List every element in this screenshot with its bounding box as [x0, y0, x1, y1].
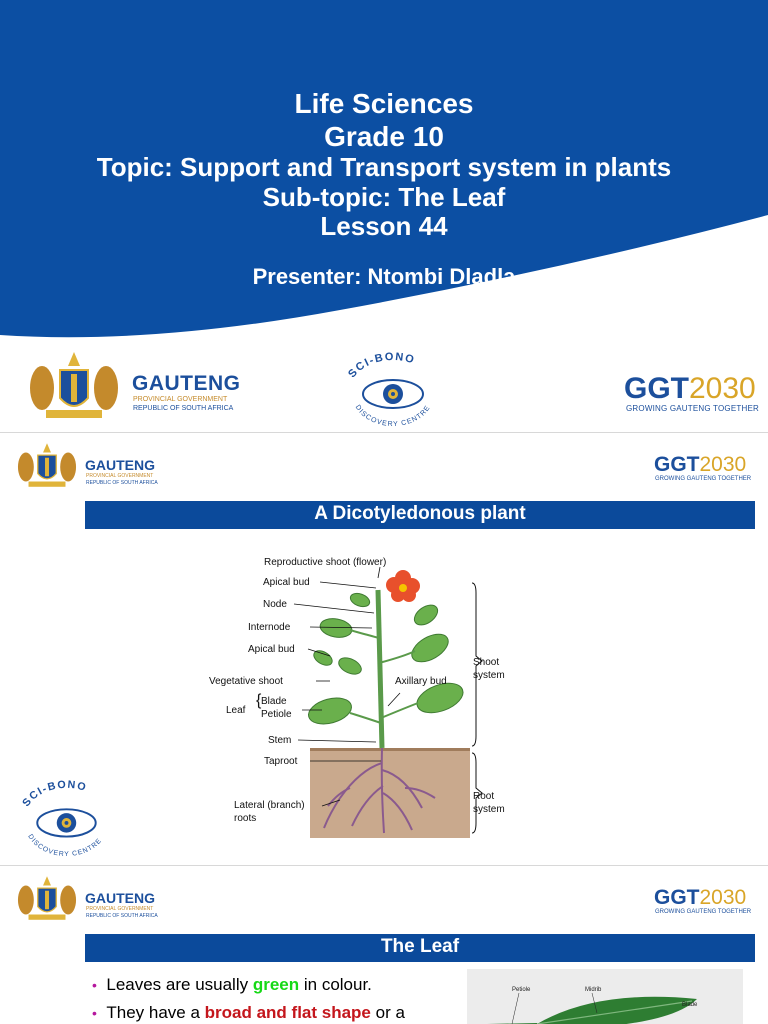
flower-icon	[386, 570, 420, 602]
svg-text:SCI-BONO: SCI-BONO	[346, 352, 416, 380]
svg-text:Lateral (branch): Lateral (branch)	[234, 800, 305, 811]
svg-text:Stem: Stem	[268, 735, 291, 746]
dicot-plant-diagram: Reproductive shoot (flower) Apical bud N…	[209, 557, 505, 838]
svg-text:Apical bud: Apical bud	[263, 577, 310, 588]
svg-text:system: system	[473, 804, 505, 815]
roots-icon	[323, 747, 436, 834]
svg-text:Internode: Internode	[248, 622, 291, 633]
coat-of-arms-icon	[17, 876, 77, 920]
svg-text:Root: Root	[473, 791, 494, 802]
ggt2030-logo-small: GGT2030 GROWING GAUTENG TOGETHER	[654, 886, 752, 915]
svg-text:Leaf: Leaf	[226, 705, 246, 716]
scibono-logo-small: SCI-BONO DISCOVERY CENTRE	[20, 779, 102, 858]
leaf-image: Petiole Midrib Blade	[467, 969, 743, 1024]
leaf-icon	[308, 592, 464, 725]
slide-heading: A Dicotyledonous plant	[85, 501, 755, 529]
topic-title: Topic: Support and Transport system in p…	[96, 152, 672, 182]
svg-text:Taproot: Taproot	[264, 756, 298, 767]
course-title: Life Sciences	[294, 88, 474, 119]
bullet-item: • Leaves are usually green in colour.	[92, 975, 372, 994]
svg-text:roots: roots	[234, 813, 256, 824]
svg-text:Apical bud: Apical bud	[248, 644, 295, 655]
stem-icon	[375, 589, 385, 749]
ggt2030-logo-small: GGT2030 GROWING GAUTENG TOGETHER	[654, 453, 752, 482]
coat-of-arms-icon	[30, 352, 118, 418]
svg-text:Blade: Blade	[261, 696, 287, 707]
dicot-slide: GAUTENG PROVINCIAL GOVERNMENT REPUBLIC O…	[0, 433, 768, 865]
svg-text:Reproductive shoot (flower): Reproductive shoot (flower)	[264, 557, 386, 568]
grade-title: Grade 10	[324, 121, 444, 152]
slide-divider-2	[0, 865, 768, 866]
presenter: Presenter: Ntombi Dladla	[252, 264, 516, 289]
leaf-slide: GAUTENG PROVINCIAL GOVERNMENT REPUBLIC O…	[0, 866, 768, 1024]
svg-text:system: system	[473, 670, 505, 681]
title-slide: Life Sciences Grade 10 Topic: Support an…	[0, 0, 768, 432]
svg-text:Node: Node	[263, 599, 287, 610]
svg-text:Vegetative shoot: Vegetative shoot	[209, 676, 283, 687]
bullet-item: • They have a broad and flat shape or a	[92, 1003, 405, 1022]
scibono-logo: SCI-BONO DISCOVERY CENTRE	[346, 352, 431, 428]
svg-text:Midrib: Midrib	[585, 987, 602, 993]
svg-text:Shoot: Shoot	[473, 657, 499, 668]
subtopic-title: Sub-topic: The Leaf	[262, 182, 506, 212]
gauteng-logo: GAUTENG PROVINCIAL GOVERNMENT REPUBLIC O…	[24, 348, 240, 424]
svg-text:Blade: Blade	[682, 1002, 698, 1008]
svg-text:{: {	[256, 692, 262, 709]
bullet-icon: •	[92, 1005, 97, 1021]
ggt2030-logo: GGT2030 GROWING GAUTENG TOGETHER	[624, 372, 759, 413]
slide-divider	[0, 432, 768, 433]
svg-text:Axillary bud: Axillary bud	[395, 676, 447, 687]
gauteng-logo-small: GAUTENG PROVINCIAL GOVERNMENT REPUBLIC O…	[14, 439, 164, 491]
bullet-icon: •	[92, 977, 97, 993]
svg-text:Petiole: Petiole	[261, 709, 292, 720]
leaf-icon: Petiole Midrib Blade	[486, 987, 698, 1024]
coat-of-arms-icon	[17, 443, 77, 487]
gauteng-logo-small: GAUTENG PROVINCIAL GOVERNMENT REPUBLIC O…	[14, 872, 164, 924]
svg-text:Petiole: Petiole	[512, 987, 531, 993]
title-banner	[0, 0, 768, 338]
slide-heading: The Leaf	[85, 934, 755, 962]
lesson-title: Lesson 44	[320, 211, 448, 241]
svg-text:SCI-BONO: SCI-BONO	[20, 779, 88, 809]
